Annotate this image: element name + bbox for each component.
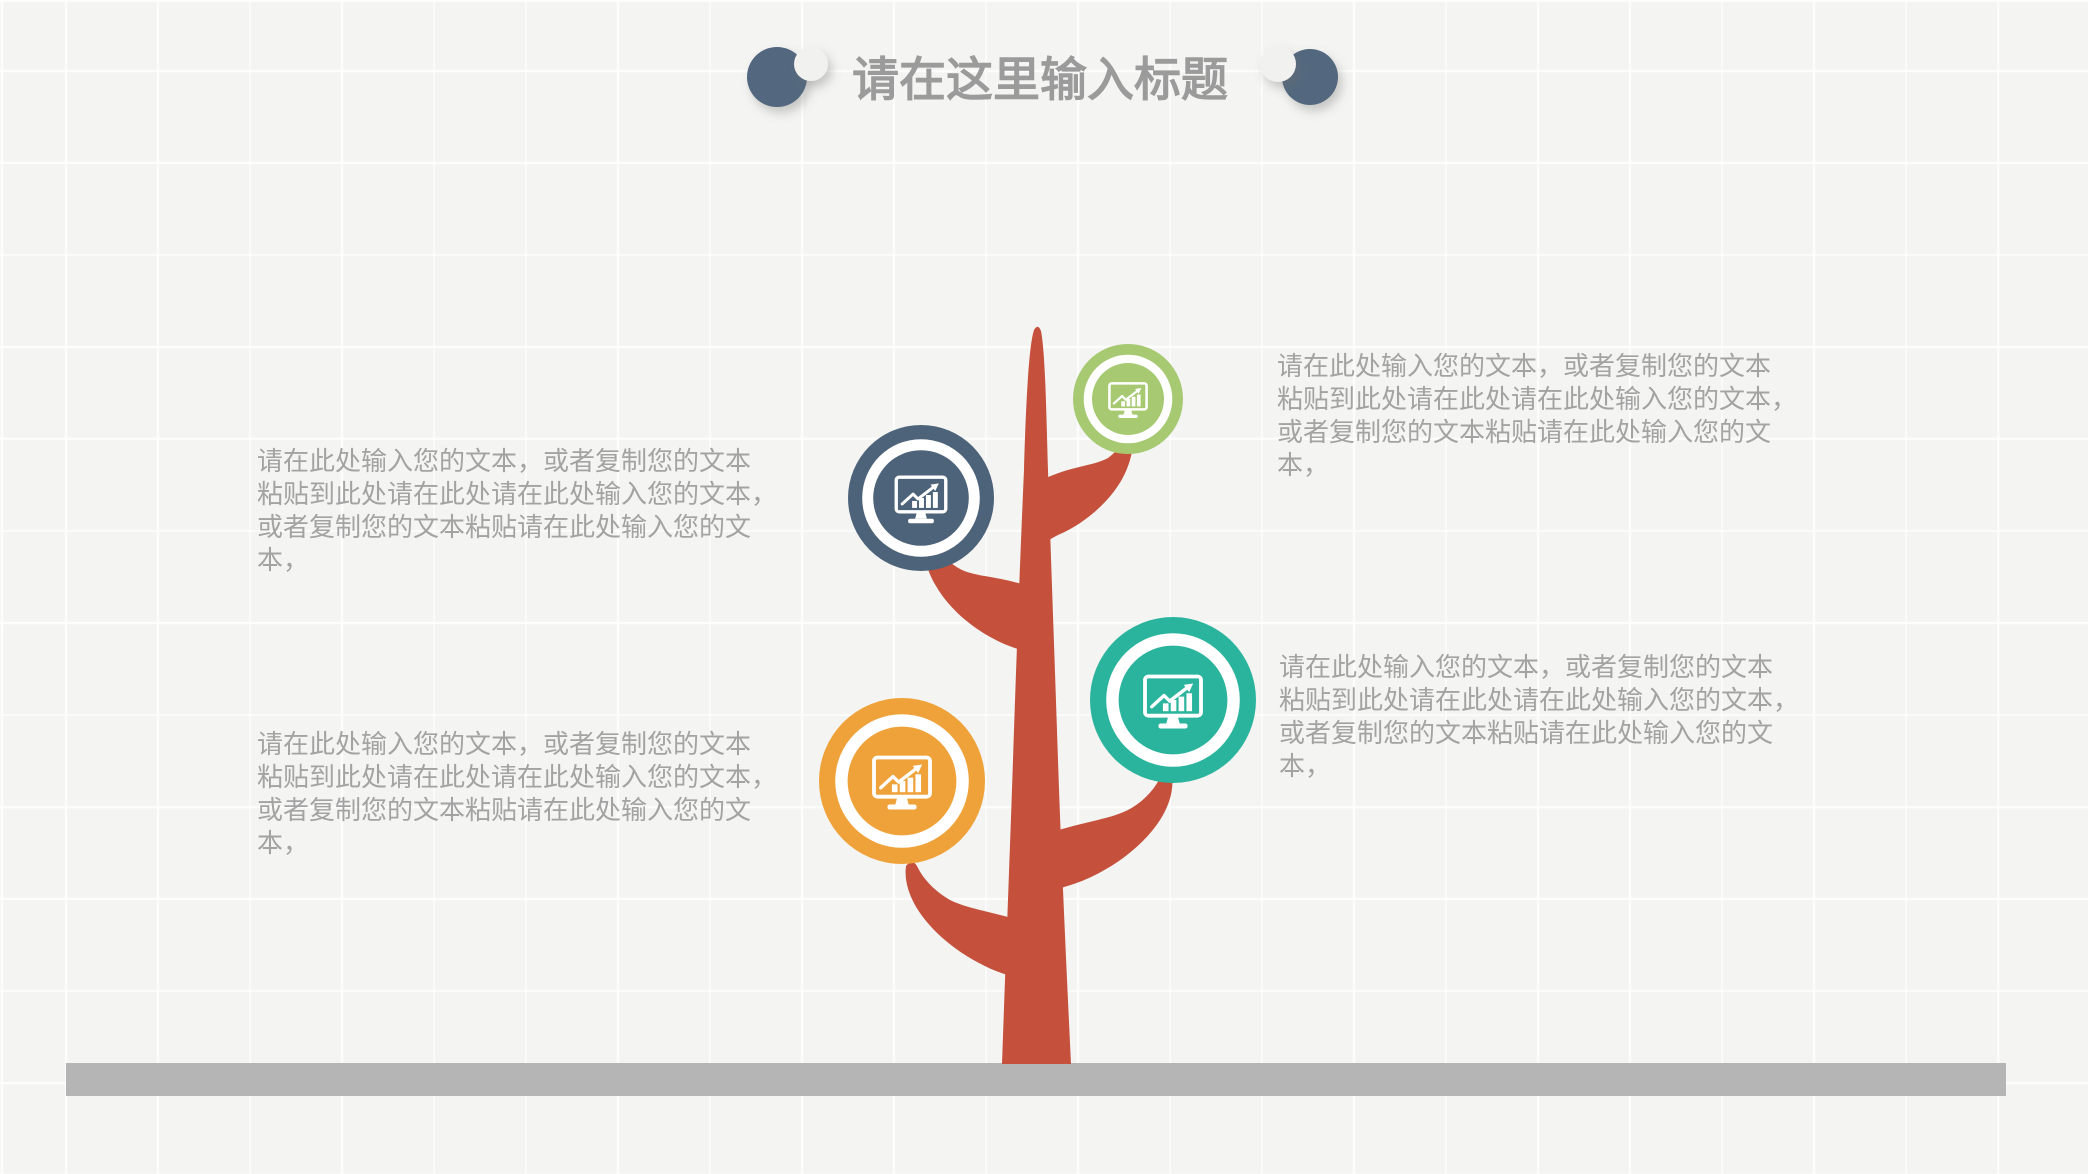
node-mid-right: [1090, 617, 1256, 783]
node-mid-left: [848, 425, 994, 571]
text-placeholder-right-lower[interactable]: 请在此处输入您的文本，或者复制您的文本 粘贴到此处请在此处请在此处输入您的文本，…: [1279, 652, 1800, 781]
text-placeholder-right-upper[interactable]: 请在此处输入您的文本，或者复制您的文本 粘贴到此处请在此处请在此处输入您的文本，…: [1277, 351, 1798, 480]
ornament-dark-circle: [1282, 49, 1338, 105]
ground-bar: [66, 1063, 2006, 1096]
ornament-dark-circle: [747, 47, 807, 107]
tree-branch-mid-left: [924, 543, 1038, 655]
text-placeholder-left-upper[interactable]: 请在此处输入您的文本，或者复制您的文本 粘贴到此处请在此处请在此处输入您的文本，…: [257, 446, 778, 575]
node-top-right: [1073, 344, 1183, 454]
tree-branch-bottom-left: [905, 861, 1036, 983]
tree-branch-top-right: [1042, 434, 1133, 546]
ornament-light-circle: [1260, 46, 1296, 82]
page-title[interactable]: 请在这里输入标题: [852, 53, 1228, 106]
title-ornament-left: [747, 47, 828, 107]
tree-graphic: [905, 326, 1173, 1064]
node-bottom-left: [819, 698, 985, 864]
ornament-light-circle: [794, 47, 828, 81]
tree-branch-mid-right: [1040, 771, 1173, 893]
text-placeholder-left-lower[interactable]: 请在此处输入您的文本，或者复制您的文本 粘贴到此处请在此处请在此处输入您的文本，…: [257, 729, 778, 858]
title-ornament-right: [1260, 46, 1338, 105]
